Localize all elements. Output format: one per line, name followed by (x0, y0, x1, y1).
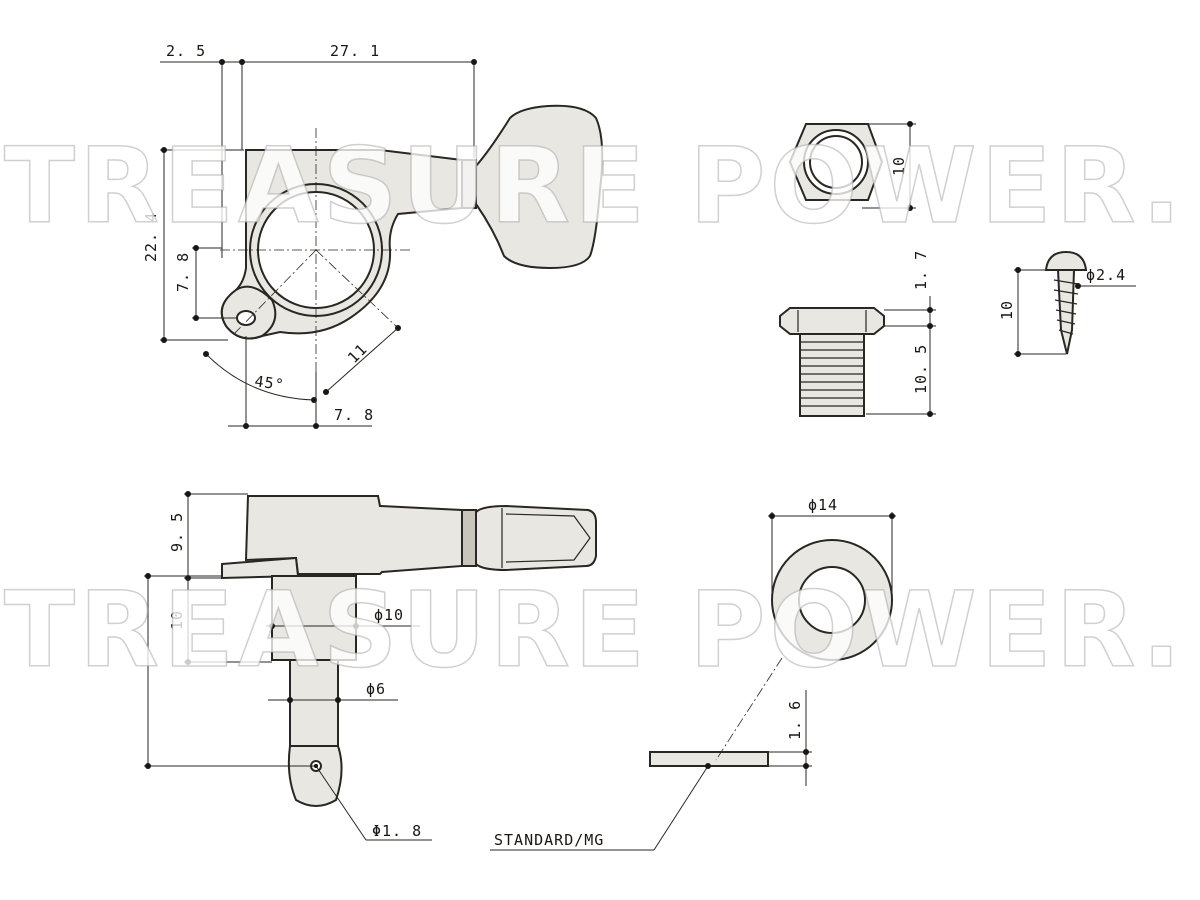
bushing-threads (800, 341, 864, 407)
dim-45-deg: 45° (253, 372, 285, 394)
screw-hole-top (236, 310, 256, 326)
dim-27-1: 27. 1 (330, 42, 380, 60)
dim-1-7: 1. 7 (912, 250, 930, 290)
watermark-top: TREASURE POWER. (4, 125, 1185, 247)
dim-10-screw: 10 (998, 300, 1016, 320)
dim-2-5: 2. 5 (166, 42, 206, 60)
tuner-side-view (221, 495, 597, 807)
dim-1-6: 1. 6 (786, 700, 804, 740)
dim-7-8-horizontal: 7. 8 (334, 406, 374, 424)
dim-9-5: 9. 5 (168, 512, 186, 552)
washer-view (649, 539, 893, 767)
dim-phi-2-4: ϕ2.4 (1086, 266, 1126, 284)
bushing-threaded-barrel (799, 333, 865, 417)
dim-10-post: 10 (168, 610, 186, 630)
watermark-bottom: TREASURE POWER. (4, 569, 1185, 691)
dim-10-5: 10. 5 (912, 344, 930, 394)
washer-inner (798, 566, 866, 634)
screw-threads (1053, 279, 1079, 335)
label-standard-mg: STANDARD/MG (494, 831, 604, 849)
mounting-screw-view (1044, 250, 1088, 355)
dimension-lines (144, 59, 1136, 851)
dim-7-8-vertical: 7. 8 (174, 252, 192, 292)
dimension-labels: 2. 5 27. 1 22. 4 7. 8 11 45° 7. 8 10 1. … (142, 42, 1126, 849)
tuner-post-upper (271, 575, 357, 661)
side-shaft-collar (461, 509, 477, 567)
tuner-key-button (475, 104, 604, 270)
dim-11: 11 (344, 340, 371, 367)
hex-nut-view (788, 123, 884, 201)
tuner-post-tip (287, 745, 343, 807)
dim-phi-6: ϕ6 (366, 680, 386, 698)
dim-phi-10: ϕ10 (374, 606, 404, 624)
bushing-flange (779, 307, 885, 335)
side-key-button (475, 504, 597, 572)
dim-phi-14: ϕ14 (808, 496, 838, 514)
dim-phi-1-8: Φ1. 8 (372, 822, 422, 840)
dim-22-4: 22. 4 (142, 212, 160, 262)
screw-head (1044, 250, 1088, 271)
tuner-top-view (220, 104, 604, 372)
bushing-view (779, 307, 885, 417)
hex-nut-bore (809, 135, 863, 189)
dim-10-nut: 10 (890, 156, 908, 176)
